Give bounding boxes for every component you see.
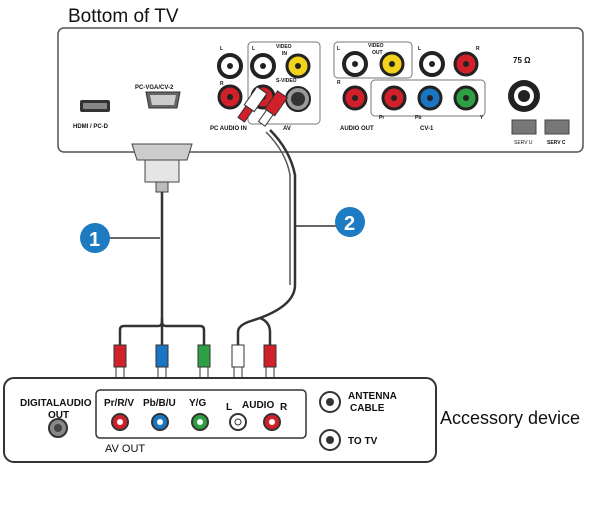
serv-u-label: SERV U [514,140,533,146]
av-group-box [247,41,321,125]
cable-2 [236,86,338,345]
cv1-y-label: Y [480,115,484,121]
cv1-pr-label: Pr [379,115,384,121]
cable-label: CABLE [350,403,385,414]
callout-2-badge: 2 [335,207,365,237]
audio-out-jacks [342,51,405,111]
device-pb-label: Pb/B/U [143,398,176,409]
cv1-pb-label: Pb [415,115,421,121]
av-out-label: AV OUT [105,443,145,455]
vga-port [145,91,181,109]
device-pr-label: Pr/R/V [104,398,134,409]
pc-audio-r-label: R [220,81,224,87]
hdmi-port [80,100,110,112]
cv1-l-label: L [418,46,421,52]
av-video-jack [285,53,311,79]
video-out-video-label: VIDEO [368,43,384,49]
video-out-box [333,41,413,79]
cable-1 [95,143,206,345]
av-video-in-label: IN [282,51,287,57]
av-out-group [95,389,307,439]
pc-vga-label: PC-VGA/CV-2 [135,85,174,91]
serv-c-label: SERV C [547,140,566,146]
av-video-label: VIDEO [276,44,292,50]
hdmi-label: HDMI / PC-D [73,124,109,130]
av-l-label: L [252,46,255,52]
cv1-jacks [381,51,479,111]
audio-out-r-label: R [337,80,341,86]
s-video-label: S-VIDEO [276,78,297,84]
device-jacks [111,413,281,431]
audio-out-label: AUDIO OUT [340,126,374,132]
serv-u-port [511,119,537,135]
digital-audio-jack [48,418,68,438]
audio-out-l-label: L [337,46,340,52]
device-audio-l-label: L [226,402,232,413]
callout-1-badge: 1 [80,223,110,253]
digital-audio-out-label: OUT [48,410,69,421]
device-audio-r-label: R [280,402,288,413]
antenna-port [508,80,540,112]
pc-audio-in-label: PC AUDIO IN [210,126,247,132]
s-video-port [285,86,311,112]
pc-audio-l-label: L [220,46,223,52]
antenna-label: ANTENNA [348,391,397,402]
cv1-label: CV-1 [420,126,434,132]
cv1-box [370,79,486,117]
device-to-tv-jack [319,429,341,451]
ohm-label: 75 Ω [513,56,531,65]
device-antenna-jack [319,391,341,413]
cv1-r-label: R [476,46,480,52]
accessory-device-label: Accessory device [440,408,580,428]
device-yg-label: Y/G [189,398,206,409]
av-label: AV [283,126,291,132]
device-audio-label: AUDIO [242,400,274,411]
video-out-label: OUT [372,50,383,56]
tv-title: Bottom of TV [68,6,179,27]
to-tv-label: TO TV [348,436,378,447]
callout-2-text: 2 [344,213,355,235]
callout-1-text: 1 [89,229,100,251]
digital-audio-label: DIGITALAUDIO [20,398,92,409]
serv-c-port [544,119,570,135]
